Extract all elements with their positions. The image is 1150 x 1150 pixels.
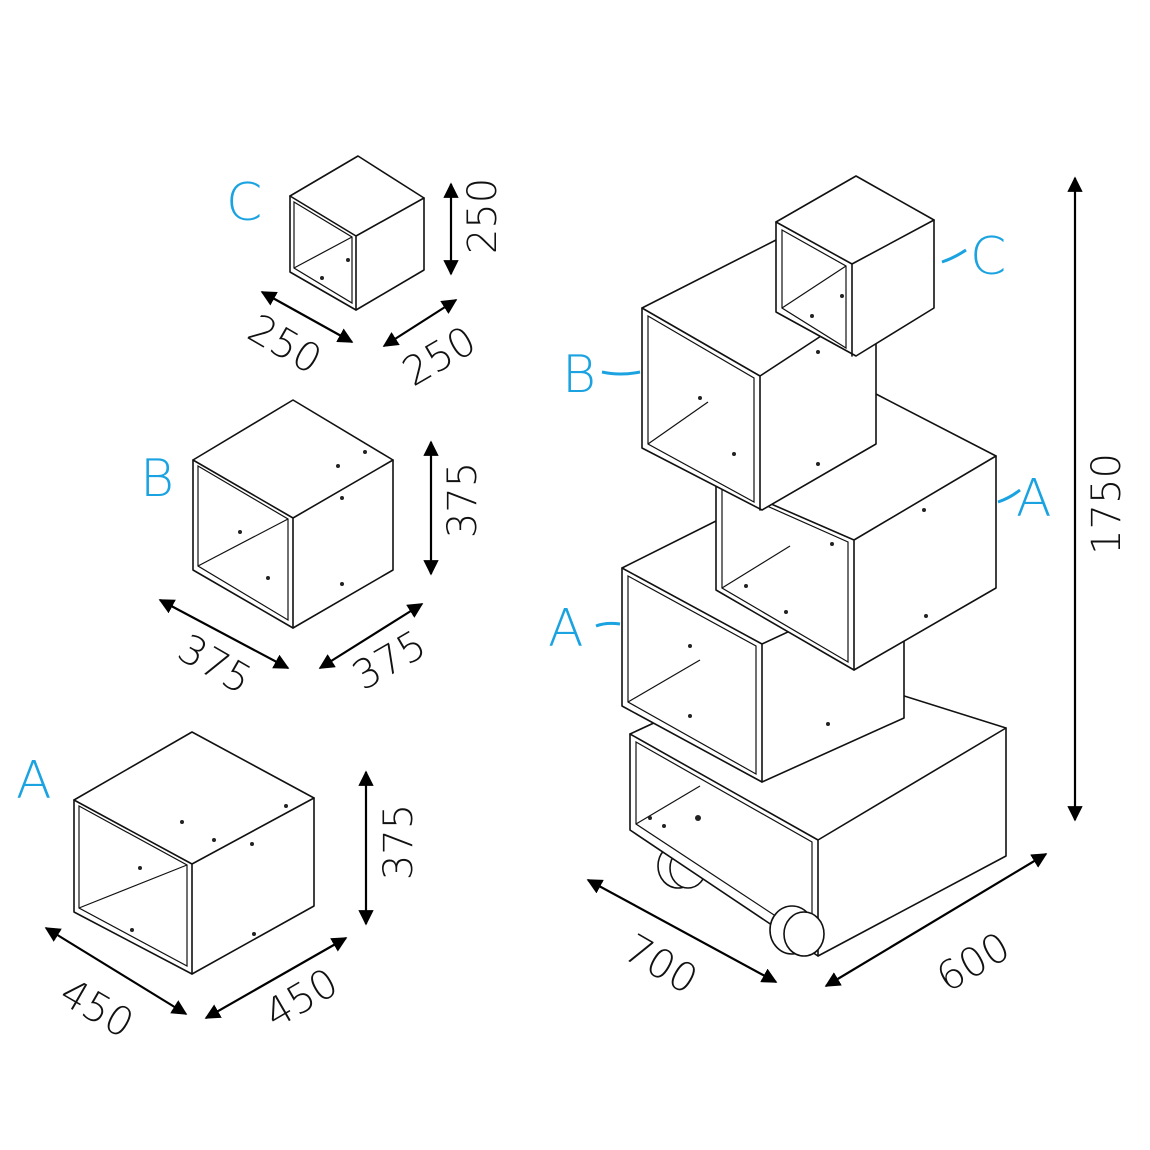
leader-line-c xyxy=(941,248,967,264)
module-a-height-value: 375 xyxy=(376,804,422,880)
module-c-cube xyxy=(289,155,425,311)
module-a-width-value: 450 xyxy=(257,960,346,1038)
assembly-width-dimension xyxy=(824,853,1048,987)
leader-line-b xyxy=(601,370,641,376)
module-b-cube xyxy=(192,399,394,629)
stack-module-a-lower-label: A xyxy=(548,599,584,659)
module-b-label: B xyxy=(140,449,174,509)
caster-wheel-front xyxy=(769,905,825,957)
assembly-depth-dimension xyxy=(586,879,778,983)
module-c-depth-dimension xyxy=(260,291,354,343)
stack-module-c xyxy=(775,175,935,357)
module-a-cube xyxy=(73,731,315,975)
module-b-width-dimension xyxy=(318,603,424,669)
stack-module-a-upper-label: A xyxy=(1016,469,1052,529)
module-b-width-value: 375 xyxy=(345,622,434,700)
module-a-label: A xyxy=(16,751,52,811)
stack-module-b-label: B xyxy=(562,345,596,405)
leader-line-a-lower xyxy=(595,621,621,628)
module-b-height-value: 375 xyxy=(440,462,486,538)
assembly-width-value: 600 xyxy=(929,924,1018,1002)
module-c-width-dimension xyxy=(382,299,458,347)
module-b-depth-value: 375 xyxy=(170,626,259,704)
module-c-label: C xyxy=(226,173,262,233)
module-a-width-dimension xyxy=(204,937,348,1019)
module-c-depth-value: 250 xyxy=(240,306,329,384)
leader-line-a-upper xyxy=(997,488,1021,504)
assembly-height-value: 1750 xyxy=(1084,453,1130,555)
stack-module-c-label: C xyxy=(970,227,1006,287)
module-c-height-value: 250 xyxy=(460,178,506,254)
module-a-depth-value: 450 xyxy=(52,970,141,1048)
module-a-depth-dimension xyxy=(44,927,188,1015)
module-b-depth-dimension xyxy=(158,599,290,669)
